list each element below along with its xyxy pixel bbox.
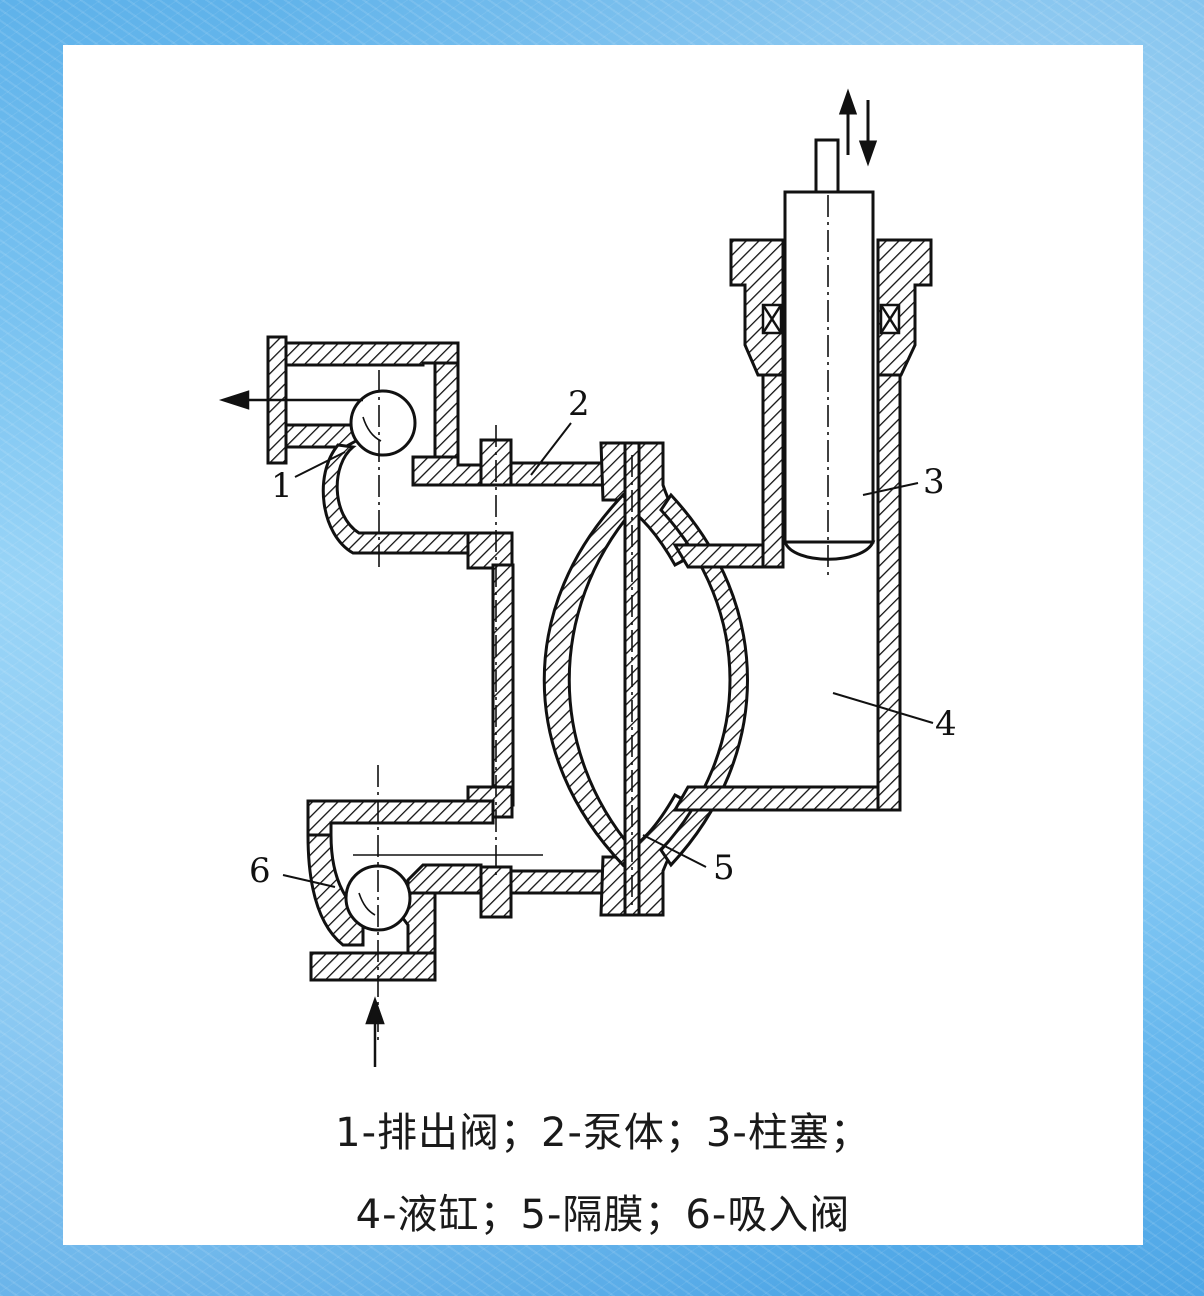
suction-elbow-left: [306, 833, 365, 947]
label-6: 6: [249, 851, 271, 891]
caption-line-1: 1-排出阀；2-泵体；3-柱塞；: [335, 1110, 871, 1156]
discharge-valve-ball: [349, 389, 417, 457]
gland-right: [876, 238, 933, 377]
suction-housing-top: [306, 799, 495, 837]
label-2: 2: [568, 384, 590, 424]
discharge-housing-top: [284, 341, 460, 367]
cylinder-inner-left-wall: [761, 373, 785, 569]
diagram-card: 1 2 3 4 5 6 1-排出阀；2-泵体；3-柱塞； 4-液缸；5-隔膜；6…: [63, 45, 1143, 1245]
body-mid-flange: [466, 531, 514, 570]
suction-bottom-flange: [309, 951, 437, 982]
label-3: 3: [923, 462, 945, 502]
plunger-end: [782, 540, 876, 561]
upper-passage-top: [411, 455, 485, 487]
body-bottom-wall: [509, 869, 605, 895]
discharge-seat-lower: [284, 423, 366, 449]
plunger: [783, 190, 875, 544]
body-top-wall: [509, 461, 605, 487]
label-1: 1: [271, 466, 293, 506]
discharge-housing-right: [433, 361, 460, 459]
label-5: 5: [713, 848, 735, 888]
label-4: 4: [935, 704, 957, 744]
cylinder-right-wall: [876, 373, 902, 812]
suction-passage: [406, 863, 483, 895]
diaphragm-left: [542, 492, 635, 868]
cylinder-bottom-wall: [672, 785, 880, 812]
diaphragm-pump-diagram: 1 2 3 4 5 6: [218, 88, 957, 1067]
diaphragm-right: [659, 492, 749, 868]
gland-left: [729, 238, 785, 377]
caption-line-2: 4-液缸；5-隔膜；6-吸入阀: [355, 1192, 851, 1238]
plunger-rod: [814, 138, 840, 194]
